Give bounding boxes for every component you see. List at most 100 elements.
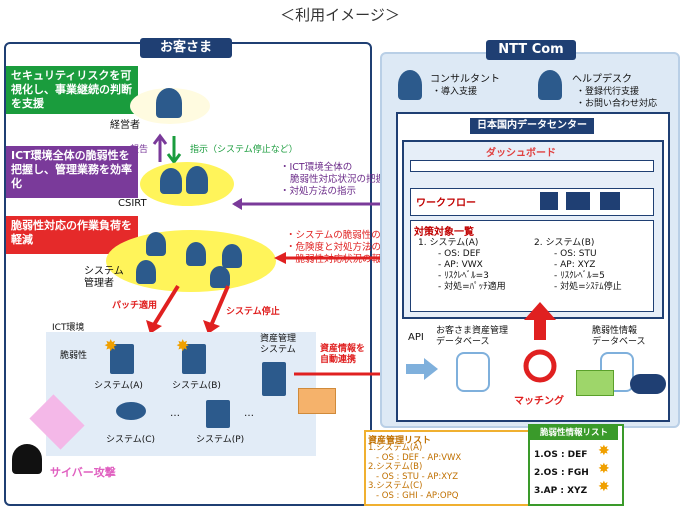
router-c-icon <box>116 402 146 420</box>
sysadmin-icon-5 <box>210 266 230 288</box>
asset-mgmt-server-icon <box>262 362 286 396</box>
vuln-star-icons: ✸ ✸ ✸ <box>598 442 610 496</box>
asset-db-label: お客さま資産管理 データベース <box>436 326 509 347</box>
report-instruct-arrows <box>152 133 182 165</box>
api-arrow <box>406 358 438 380</box>
red-note-2: ・危険度と対処方法の確認 <box>286 242 401 253</box>
customer-panel-title: お客さま <box>140 38 232 58</box>
executive-icon <box>156 88 182 118</box>
sysadmin-icon-2 <box>186 242 206 266</box>
sysadmin-label: システム 管理者 <box>84 266 124 289</box>
ellipsis-2: … <box>244 408 254 419</box>
cloud-icon <box>630 374 666 394</box>
asset-db-icon <box>456 352 490 392</box>
asset-mgmt-label: 資産管理 システム <box>260 334 297 355</box>
csirt-icon <box>160 168 182 194</box>
vuln-star-icon: ✸ <box>104 336 118 355</box>
consultant-sub: ・導入支援 <box>432 87 478 97</box>
workflow-label: ワークフロー <box>416 198 476 209</box>
sysB-line-4: - ﾘｽｸﾚﾍﾞﾙ=5 <box>554 271 605 281</box>
patch-label: パッチ適用 <box>112 301 158 311</box>
csirt-label: CSIRT <box>118 198 147 209</box>
sysA-line-4: - ﾘｽｸﾚﾍﾞﾙ=3 <box>438 271 489 281</box>
sysA-line-2: - OS: DEF <box>438 249 481 259</box>
target-system-b: 2. システム(B) - OS: STU - AP: XYZ - ﾘｽｸﾚﾍﾞﾙ… <box>534 238 622 293</box>
vuln-label: 脆弱性 <box>60 351 88 361</box>
asset-item-3: 2.システム(B) <box>368 462 423 472</box>
sysA-line-3: - AP: VWX <box>438 260 483 270</box>
sysadmin-icon-1 <box>146 232 166 256</box>
system-a-label: システム(A) <box>94 381 143 391</box>
vuln-list-title: 脆弱性情報リスト <box>530 426 618 440</box>
purple-notes: ・ICT環境全体の 脆弱性対応状況の把握 ・対処方法の指示 <box>280 162 385 198</box>
vuln-item-2: 2.OS : FGH <box>534 468 589 478</box>
attacker-icon <box>12 444 42 474</box>
helpdesk-sub-1: ・登録代行支援 <box>576 87 640 97</box>
sysB-line-5: - 対処=ｼｽﾃﾑ停止 <box>554 282 622 292</box>
report-label: 報告 <box>130 145 149 155</box>
vuln-star-icon-b: ✸ <box>176 336 190 355</box>
target-list-title: 対策対象一覧 <box>414 227 474 238</box>
vuln-list-items: 1.OS : DEF 2.OS : FGH 3.AP : XYZ <box>534 446 589 500</box>
datacenter-title: 日本国内データセンター <box>470 118 594 134</box>
vuln-item-1: 1.OS : DEF <box>534 450 588 460</box>
stop-label: システム停止 <box>226 307 280 317</box>
ellipsis-1: … <box>170 408 180 419</box>
sysA-line-1: 1. システム(A) <box>418 238 479 248</box>
sysB-line-2: - OS: STU <box>554 249 597 259</box>
server-a-icon <box>110 344 134 374</box>
window-bar <box>410 160 654 172</box>
sysadmin-icon-4 <box>136 260 156 284</box>
sysA-line-5: - 対処=ﾊﾟｯﾁ適用 <box>438 282 506 292</box>
cyber-attack-label: サイバー攻撃 <box>50 466 116 479</box>
matching-arrows <box>523 302 557 383</box>
asset-item-6: - OS : GHI - AP:OPQ <box>376 490 459 501</box>
vuln-star-icon-1: ✸ <box>598 443 610 459</box>
helpdesk-icon <box>538 70 562 100</box>
asset-link-label: 資産情報を 自動連携 <box>320 344 366 365</box>
server-p-icon <box>206 400 230 428</box>
ict-label: ICT環境 <box>52 323 85 333</box>
system-c-label: システム(C) <box>106 435 156 445</box>
asset-item-2: - OS : DEF - AP:VWX <box>376 452 462 463</box>
calendar-icon <box>600 192 620 210</box>
server-b-icon <box>182 344 206 374</box>
vuln-item-3: 3.AP : XYZ <box>534 486 588 496</box>
sysB-line-3: - AP: XYZ <box>554 260 596 270</box>
consultant-label: コンサルタント <box>430 74 500 85</box>
benefit-banner-risk: セキュリティリスクを可視化し、事業継続の判断を支援 <box>6 66 138 114</box>
system-p-label: システム(P) <box>196 435 245 445</box>
vuln-star-icon-3: ✸ <box>598 479 610 495</box>
vuln-star-icon-2: ✸ <box>598 461 610 477</box>
sysB-line-1: 2. システム(B) <box>534 238 595 248</box>
matching-label: マッチング <box>514 396 564 407</box>
workflow-chart-icon <box>540 192 558 210</box>
sysadmin-icon-3 <box>222 244 242 268</box>
red-note-1: ・システムの脆弱性の把握 <box>286 230 400 241</box>
org-chart-icon <box>566 192 590 210</box>
vuln-doc-icon <box>576 370 614 396</box>
api-label: API <box>408 332 424 343</box>
benefit-banner-efficiency: ICT環境全体の脆弱性を把握し、管理業務を効率化 <box>6 146 138 198</box>
system-b-label: システム(B) <box>172 381 221 391</box>
vuln-db-label: 脆弱性情報 データベース <box>592 326 646 347</box>
page-title: ＜利用イメージ＞ <box>280 6 400 24</box>
csirt-icon-2 <box>186 166 208 194</box>
executive-label: 経営者 <box>110 120 140 131</box>
asset-list-box <box>364 430 530 506</box>
consultant-icon <box>398 70 422 100</box>
helpdesk-sub-2: ・お問い合わせ対応 <box>576 99 658 109</box>
asset-item-1: 1.システム(A) <box>368 443 423 453</box>
target-list-box <box>410 220 654 312</box>
helpdesk-label: ヘルプデスク <box>572 74 632 85</box>
asset-item-4: - OS : STU - AP:XYZ <box>376 471 459 482</box>
purple-note-2: 脆弱性対応状況の把握 <box>290 174 386 185</box>
asset-list-items: 1.システム(A) - OS : DEF - AP:VWX 2.システム(B) … <box>368 443 462 501</box>
instruct-label: 指示（システム停止など） <box>190 145 298 155</box>
target-system-a: 1. システム(A) - OS: DEF - AP: VWX - ﾘｽｸﾚﾍﾞﾙ… <box>418 238 506 293</box>
dashboard-title: ダッシュボード <box>486 148 556 159</box>
ntt-panel-title: NTT Com <box>486 40 576 60</box>
asset-item-5: 3.システム(C) <box>368 481 423 491</box>
benefit-banner-workload: 脆弱性対応の作業負荷を軽減 <box>6 216 138 254</box>
action-arrows <box>146 284 230 334</box>
